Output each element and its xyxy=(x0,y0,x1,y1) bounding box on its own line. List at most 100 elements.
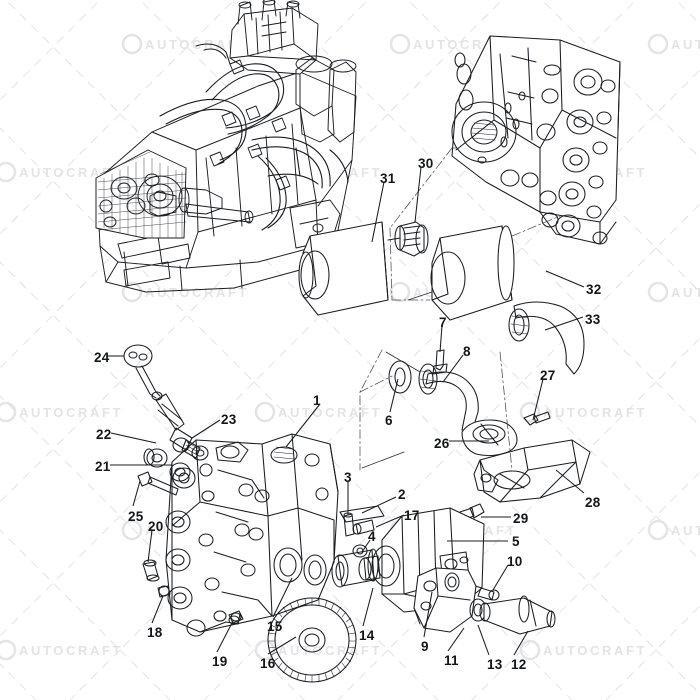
callout-number-10[interactable]: 10 xyxy=(507,554,523,569)
callout-number-21[interactable]: 21 xyxy=(95,459,111,474)
callout-leader-10 xyxy=(492,564,509,591)
callout-number-14[interactable]: 14 xyxy=(359,628,375,643)
callout-number-5[interactable]: 5 xyxy=(512,534,520,549)
oil-filter-right xyxy=(430,225,515,321)
callout-leader-28 xyxy=(555,469,585,494)
watermark-autocraft: AUTOCRAFT xyxy=(647,519,700,541)
watermark-autocraft: AUTOCRAFT xyxy=(647,281,700,303)
callout-leader-20 xyxy=(147,529,153,563)
callout-number-23[interactable]: 23 xyxy=(221,412,237,427)
ring-icon xyxy=(519,401,541,423)
callout-number-22[interactable]: 22 xyxy=(96,427,112,442)
callout-number-3[interactable]: 3 xyxy=(344,470,352,485)
callout-leader-23 xyxy=(191,419,221,439)
ring-icon xyxy=(0,639,17,661)
callout-number-16[interactable]: 16 xyxy=(260,656,276,671)
callout-number-25[interactable]: 25 xyxy=(128,509,144,524)
callout-number-30[interactable]: 30 xyxy=(418,156,434,171)
bolt-19 xyxy=(228,610,244,624)
callout-number-4[interactable]: 4 xyxy=(368,529,376,544)
callout-leader-7 xyxy=(439,325,443,353)
callout-number-26[interactable]: 26 xyxy=(434,436,450,451)
ring-icon xyxy=(647,519,669,541)
callout-number-33[interactable]: 33 xyxy=(585,312,601,327)
watermark-label: AUTOCRAFT xyxy=(543,643,647,658)
callout-number-11[interactable]: 11 xyxy=(444,653,459,668)
callout-leader-2 xyxy=(361,496,397,514)
watermark-autocraft: AUTOCRAFT xyxy=(519,639,647,661)
callout-number-24[interactable]: 24 xyxy=(94,350,110,365)
watermark-label: AUTOCRAFT xyxy=(671,523,700,538)
callout-number-19[interactable]: 19 xyxy=(212,654,228,669)
watermark-label: AUTOCRAFT xyxy=(543,405,647,420)
callout-leader-33 xyxy=(544,316,584,331)
callout-number-7[interactable]: 7 xyxy=(439,315,447,330)
callout-leader-27 xyxy=(532,378,544,421)
flange-26 xyxy=(461,419,518,457)
callout-number-8[interactable]: 8 xyxy=(463,344,471,359)
callout-leader-6 xyxy=(389,378,399,413)
ring-icon xyxy=(389,281,411,303)
housing-left-face xyxy=(165,461,227,637)
callout-number-31[interactable]: 31 xyxy=(380,171,396,186)
filter-adapter-30 xyxy=(387,221,429,257)
watermark-autocraft: AUTOCRAFT xyxy=(254,401,382,423)
hydraulic-lines xyxy=(159,43,349,231)
callout-number-9[interactable]: 9 xyxy=(421,639,429,654)
callout-leader-9 xyxy=(423,591,433,638)
ring-icon xyxy=(647,33,669,55)
callout-number-18[interactable]: 18 xyxy=(147,625,163,640)
transmission-assembly xyxy=(95,0,357,293)
main-housing-1 xyxy=(165,433,339,637)
washer-21 xyxy=(169,462,191,482)
ring-icon xyxy=(0,161,17,183)
ring-icon xyxy=(121,33,143,55)
watermark-autocraft: AUTOCRAFT xyxy=(0,401,123,423)
drive-gear-16 xyxy=(267,597,357,683)
ring-icon xyxy=(519,639,541,661)
bolt-7 xyxy=(432,349,448,375)
watermark-autocraft: AUTOCRAFT xyxy=(519,401,647,423)
callout-number-29[interactable]: 29 xyxy=(513,511,529,526)
callout-number-17[interactable]: 17 xyxy=(404,508,420,523)
ring-icon xyxy=(254,401,276,423)
cover-plate-28 xyxy=(459,439,591,521)
valve-body-manifold xyxy=(451,35,621,245)
callout-leader-4 xyxy=(361,539,371,553)
callout-leader-25 xyxy=(132,480,141,507)
callout-leader-1 xyxy=(285,403,321,448)
bolt-10 xyxy=(477,587,500,601)
watermark-label: AUTOCRAFT xyxy=(19,165,123,180)
callout-number-13[interactable]: 13 xyxy=(487,657,503,672)
callout-leader-22 xyxy=(110,432,157,444)
callout-leader-30 xyxy=(414,166,422,223)
callout-number-27[interactable]: 27 xyxy=(540,368,556,383)
callout-number-32[interactable]: 32 xyxy=(586,282,602,297)
callout-leader-19 xyxy=(216,620,234,653)
oil-filter-left xyxy=(298,221,389,316)
callout-number-20[interactable]: 20 xyxy=(148,519,164,534)
callout-leader-16 xyxy=(267,636,297,655)
callout-leader-8 xyxy=(442,354,464,383)
callout-leader-31 xyxy=(371,181,385,243)
suction-tube-8 xyxy=(418,363,479,433)
watermark-label: AUTOCRAFT xyxy=(19,405,123,420)
callout-number-28[interactable]: 28 xyxy=(585,495,601,510)
link-rod-23 xyxy=(155,393,209,461)
ring-icon xyxy=(121,519,143,541)
bolt-17 xyxy=(352,519,375,535)
watermark-label: AUTOCRAFT xyxy=(671,285,700,300)
callout-number-1[interactable]: 1 xyxy=(313,393,321,408)
watermark-autocraft: AUTOCRAFT xyxy=(0,639,120,661)
callout-number-12[interactable]: 12 xyxy=(511,657,527,672)
callout-number-2[interactable]: 2 xyxy=(398,487,406,502)
washer-6 xyxy=(388,360,412,394)
line-fittings xyxy=(209,59,291,191)
callout-number-6[interactable]: 6 xyxy=(385,413,393,428)
callout-leader-18 xyxy=(151,595,164,624)
watermark-label: AUTOCRAFT xyxy=(278,405,382,420)
ring-icon xyxy=(121,281,143,303)
callout-number-15[interactable]: 15 xyxy=(267,619,283,634)
callout-leader-32 xyxy=(545,270,585,288)
